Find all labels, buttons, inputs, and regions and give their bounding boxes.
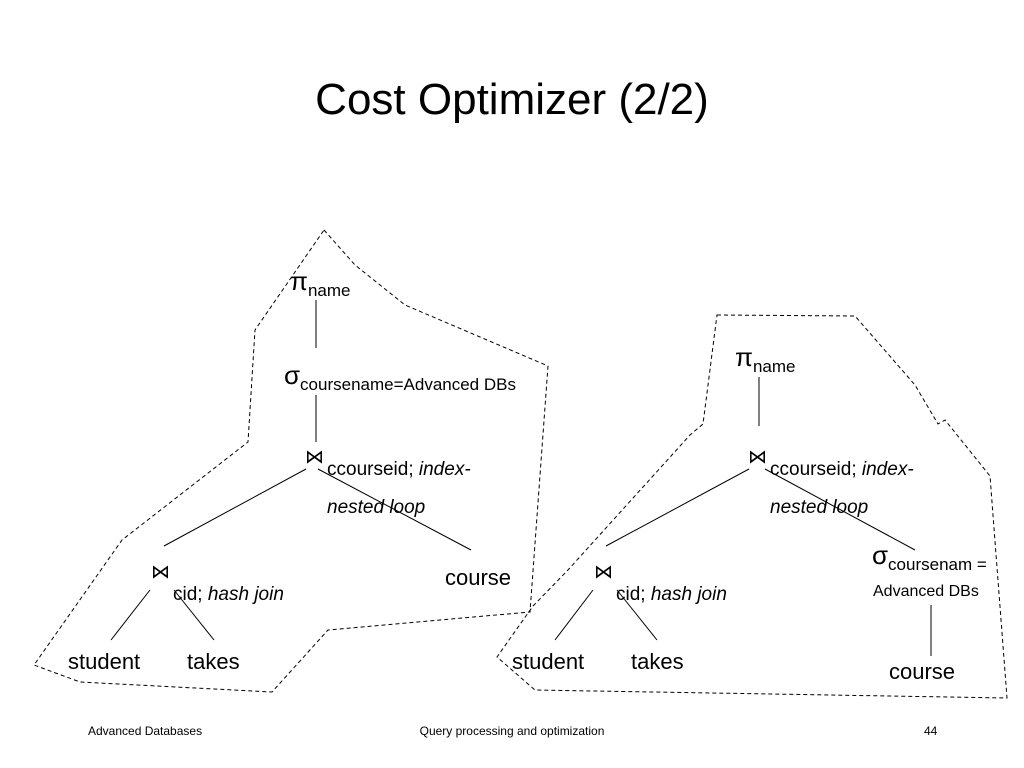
- left-projection-node: πname: [290, 266, 350, 300]
- sigma-symbol: σ: [284, 360, 301, 390]
- right-leaf-course: course: [889, 659, 956, 684]
- right-leaf-student: student: [512, 649, 585, 674]
- footer-page-number: 44: [924, 724, 938, 738]
- join-attribute: ccourseid;: [327, 459, 414, 480]
- right-selection-predicate-line2: Advanced DBs: [873, 583, 979, 600]
- join-attribute: ccourseid;: [770, 459, 857, 480]
- join-method: index-: [418, 459, 471, 480]
- footer-topic: Query processing and optimization: [419, 724, 605, 738]
- left-edge-join-hashjoin: [163, 468, 307, 547]
- left-edge-join-course: [317, 468, 472, 551]
- right-projection-node: πname: [735, 342, 795, 376]
- right-join-label: ccourseid; index-: [770, 458, 914, 482]
- right-hashjoin-label: cid; hash join: [616, 583, 727, 607]
- right-selection-node: σcoursenam =: [872, 540, 987, 574]
- right-edge-hashjoin-takes: [616, 589, 658, 641]
- right-edge-join-sigma: [764, 468, 916, 551]
- right-join-symbol: ⋈: [748, 447, 767, 468]
- left-join-symbol: ⋈: [305, 447, 324, 468]
- join-method: index-: [861, 459, 914, 480]
- footer-course-name: Advanced Databases: [88, 724, 203, 738]
- pi-symbol: π: [290, 266, 308, 296]
- join-method: hash join: [650, 584, 727, 605]
- right-edge-hashjoin-student: [554, 589, 594, 641]
- left-join-label: ccourseid; index-: [327, 458, 471, 482]
- left-leaf-course: course: [445, 565, 512, 590]
- join-attribute: cid;: [616, 584, 646, 605]
- left-leaf-student: student: [68, 649, 141, 674]
- right-hashjoin-symbol: ⋈: [594, 562, 613, 583]
- left-hashjoin-label: cid; hash join: [173, 583, 284, 607]
- left-hashjoin-symbol: ⋈: [151, 562, 170, 583]
- left-selection-node: σcoursename=Advanced DBs: [284, 360, 516, 394]
- join-method: hash join: [207, 584, 284, 605]
- left-leaf-takes: takes: [187, 649, 240, 674]
- selection-predicate: coursenam =: [888, 555, 987, 574]
- left-edge-hashjoin-student: [110, 589, 151, 641]
- sigma-symbol: σ: [872, 540, 889, 570]
- right-edge-join-hashjoin: [605, 468, 750, 547]
- left-plan-boundary: [33, 229, 549, 693]
- left-join-method-line2: nested loop: [327, 497, 426, 518]
- right-leaf-takes: takes: [631, 649, 684, 674]
- right-join-method-line2: nested loop: [770, 497, 869, 518]
- right-plan-boundary: [496, 314, 1008, 699]
- slide-title: Cost Optimizer (2/2): [315, 75, 709, 124]
- projection-attribute: name: [752, 357, 796, 376]
- pi-symbol: π: [735, 342, 753, 372]
- join-attribute: cid;: [173, 584, 203, 605]
- selection-predicate: coursename=Advanced DBs: [300, 375, 516, 394]
- left-edge-hashjoin-takes: [173, 589, 215, 641]
- projection-attribute: name: [307, 281, 351, 300]
